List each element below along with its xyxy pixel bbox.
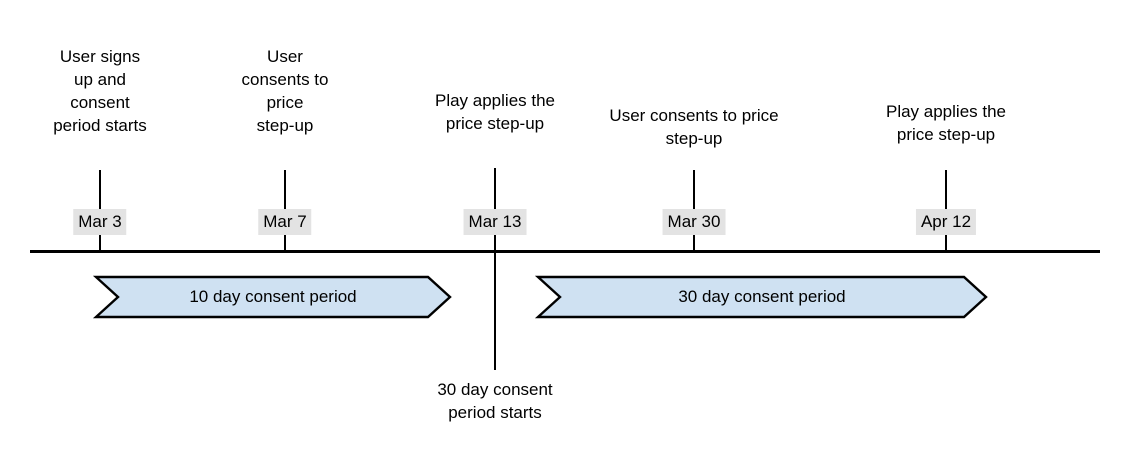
event-caption: User consents to price step-up [241, 47, 329, 135]
event-caption: Play applies the price step-up [885, 102, 1007, 144]
below-axis-label: 30 day consent period starts [437, 380, 553, 422]
event-caption: User signs up and consent period starts [53, 47, 147, 135]
timeline-axis [30, 250, 1100, 253]
banner-shape [534, 275, 988, 319]
date-label: Mar 3 [73, 209, 127, 235]
banner-label: 30 day consent period [678, 287, 846, 306]
date-label: Mar 7 [258, 209, 312, 235]
consent-period-banner: 10 day consent period [92, 275, 452, 319]
date-label: Apr 12 [915, 209, 977, 235]
event-caption: User consents to price step-up [609, 106, 779, 148]
banner-label: 10 day consent period [189, 287, 357, 306]
date-label: Mar 13 [463, 209, 527, 235]
event-caption: Play applies the price step-up [434, 91, 556, 133]
banner-shape [92, 275, 452, 319]
consent-period-banner: 30 day consent period [534, 275, 988, 319]
tick-mark [494, 168, 496, 370]
date-label: Mar 30 [662, 209, 726, 235]
